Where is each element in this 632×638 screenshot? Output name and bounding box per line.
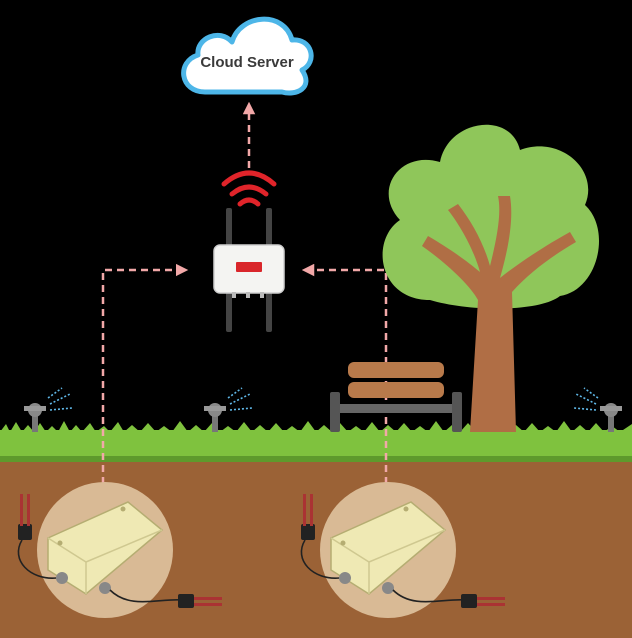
sprinkler-icon bbox=[24, 387, 73, 432]
link-right-sensor-to-gateway bbox=[301, 263, 388, 508]
link-left-sensor-to-gateway bbox=[101, 263, 189, 508]
lora-gateway-icon bbox=[213, 208, 285, 332]
tree-icon bbox=[382, 124, 600, 432]
soil-sensor-node-icon bbox=[300, 482, 505, 618]
cloud-icon bbox=[181, 16, 314, 96]
bench-icon bbox=[330, 362, 462, 432]
wifi-signal-icon bbox=[221, 170, 277, 207]
data-links bbox=[101, 101, 388, 508]
sprinkler-icon bbox=[204, 387, 253, 432]
soil-sensor-node-icon bbox=[17, 482, 222, 618]
cloud-server-label: Cloud Server bbox=[200, 54, 294, 71]
sprinkler-icon bbox=[573, 387, 622, 432]
